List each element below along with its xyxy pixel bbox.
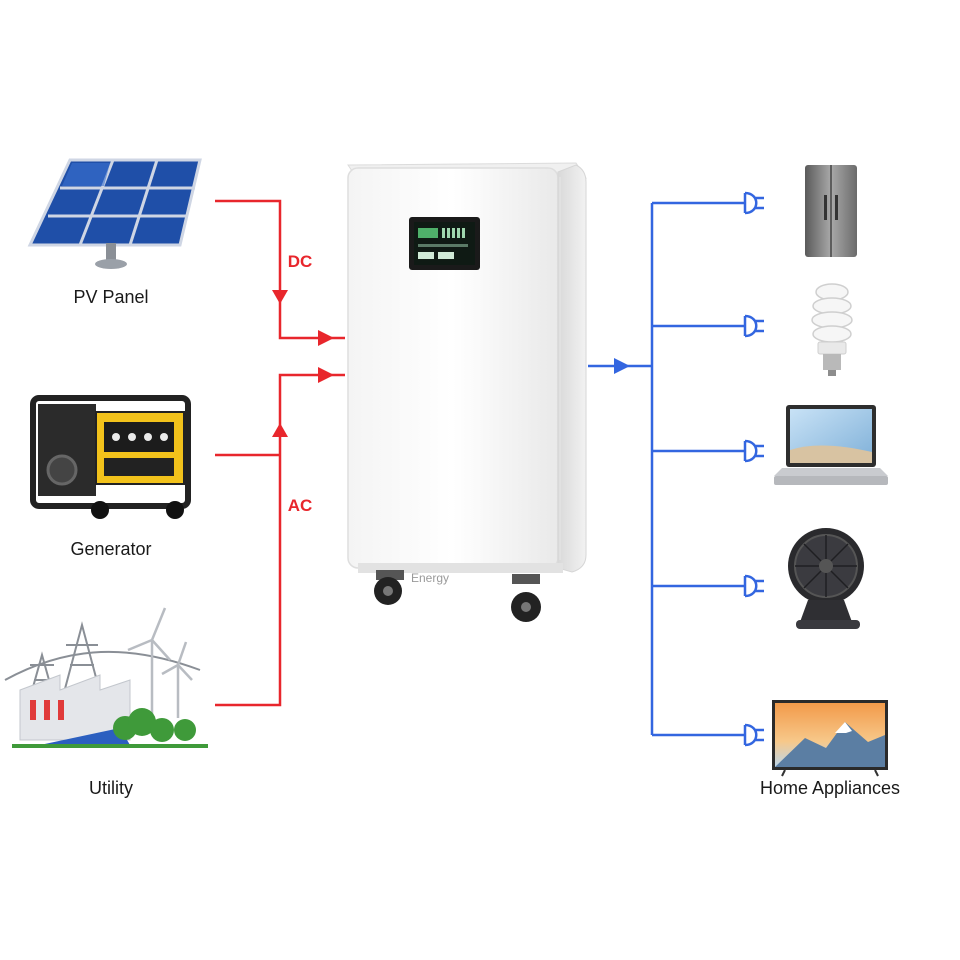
television-icon [772,700,888,777]
plug-icon [743,191,764,215]
utility-grid-icon [4,607,208,748]
output-lines [588,201,745,737]
plug-icon [743,314,764,338]
solar-panel-icon [27,158,202,269]
ac-label: AC [288,496,313,515]
output-plugs [743,191,764,747]
ac-line [215,373,345,707]
ac-arrow-up [272,423,288,437]
light-bulb-icon [811,283,853,376]
dc-arrow-right [318,330,334,346]
output-arrow [614,358,630,374]
lcd-display-icon [409,217,480,270]
dc-line [215,199,345,340]
plug-icon [743,723,764,747]
laptop-icon [774,405,888,485]
dc-label: DC [288,252,313,271]
home-appliances-label: Home Appliances [760,778,900,798]
ac-arrow-right [318,367,334,383]
caster-wheels [374,570,541,622]
desk-fan-icon [788,528,864,629]
input-lines [215,199,345,707]
generator-label: Generator [70,539,151,559]
dc-arrow-down [272,290,288,304]
generator-icon [30,395,191,519]
energy-storage-cabinet-icon: Energy [347,162,587,622]
cabinet-brand-text: Energy [411,571,449,585]
pv-panel-label: PV Panel [73,287,148,307]
input-arrows [272,290,334,437]
utility-label: Utility [89,778,133,798]
plug-icon [743,574,764,598]
plug-icon [743,439,764,463]
refrigerator-icon [805,165,857,257]
